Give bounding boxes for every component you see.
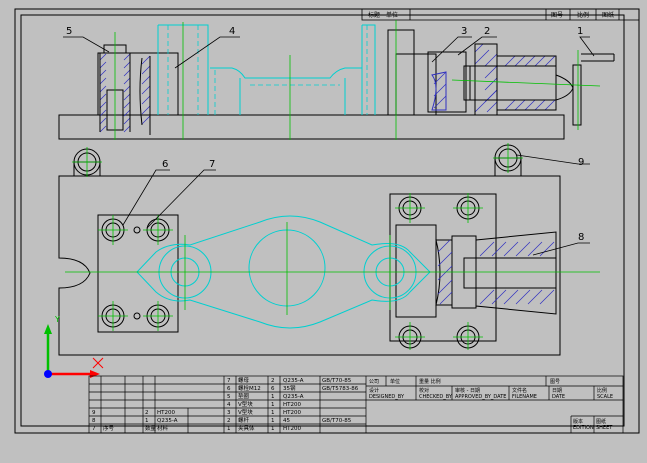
bom-cell: GB/T5783-86 <box>322 386 359 392</box>
bom-cell: HT200 <box>283 402 301 408</box>
bom-cell: HT200 <box>157 410 175 416</box>
bom-cell: 6 <box>227 386 231 392</box>
bom-cell: 9 <box>92 410 96 416</box>
plan-centerlines <box>65 143 600 350</box>
balloon-5: 5 <box>66 26 72 37</box>
tb-designed: DESIGNED_BY <box>369 394 405 400</box>
header-labels: 标题 单位 图号 比例 图纸 <box>368 11 614 19</box>
bom-cell: 螺栓M12 <box>238 384 261 392</box>
tb-weight: 重量 比例 <box>419 378 441 385</box>
bom-cell: 1 <box>271 394 275 400</box>
balloon-2: 2 <box>484 26 490 37</box>
balloon-labels: 5 4 3 2 1 6 7 8 9 <box>66 26 584 243</box>
bom-cell: 螺杆 <box>238 416 250 424</box>
tb-edition: EDITION <box>573 425 594 431</box>
bom-cell: 7 <box>92 426 96 432</box>
bom-cell: 垫圈 <box>238 392 250 400</box>
title-block-text: 公司 单位 重量 比例 图号 设计 DESIGNED_BY 校对 CHECKED… <box>369 378 613 431</box>
axis-y-label: Y <box>54 315 60 324</box>
bom-cell: V型块 <box>238 408 253 416</box>
balloon-6: 6 <box>162 159 168 170</box>
tb-sheet: SHEET <box>596 425 613 431</box>
tb-designed-label: 设计 <box>369 387 379 394</box>
tb-sheet-label: 图纸 <box>596 418 606 425</box>
header-strip <box>361 8 640 21</box>
bom-cell: GB/T70-85 <box>322 418 352 424</box>
tb-company: 公司 <box>369 379 379 385</box>
bom-cell: 6 <box>271 386 275 392</box>
bom-cell: Q235-A <box>283 378 304 384</box>
bom-table: 7 螺母 2 Q235-A GB/T70-85 6 螺栓M12 6 35钢 GB… <box>92 376 359 432</box>
tb-approved-label: 审核 - 日期 <box>455 387 480 394</box>
bom-cell: 3 <box>227 410 231 416</box>
bom-cell: HT200 <box>283 426 301 432</box>
tb-date: DATE <box>552 394 565 400</box>
header-label-2: 单位 <box>386 11 398 19</box>
bom-cell: 序号 <box>103 424 115 432</box>
bom-cell: 1 <box>145 418 149 424</box>
bom-cell: 1 <box>271 418 275 424</box>
front-centerlines <box>114 20 601 140</box>
tb-date-label: 日期 <box>552 388 562 394</box>
tb-approved: APPROVED_BY_DATE <box>455 394 506 400</box>
bom-cell: GB/T70-85 <box>322 378 352 384</box>
tb-checked-label: 校对 <box>419 387 429 394</box>
bom-cell: 夹具体 <box>238 424 255 432</box>
balloon-4: 4 <box>229 26 235 37</box>
bom-cell: Q235-A <box>283 394 304 400</box>
tb-drawing-no: 图号 <box>550 379 560 385</box>
tb-scale: SCALE <box>597 394 613 400</box>
plan-hatch <box>435 231 557 315</box>
bom-cell: 7 <box>227 378 231 384</box>
header-label-5: 图纸 <box>602 11 614 19</box>
bom-cell: 2 <box>227 418 231 424</box>
bom-cell: 螺母 <box>238 376 250 384</box>
bom-cell: 1 <box>271 426 275 432</box>
tb-filename: FILENAME <box>512 394 537 400</box>
front-view <box>58 24 615 140</box>
tb-checked: CHECKED_BY <box>419 394 453 400</box>
header-label-4: 比例 <box>577 11 589 19</box>
balloon-1: 1 <box>577 26 583 37</box>
balloon-8: 8 <box>578 232 584 243</box>
header-label-3: 图号 <box>551 12 563 19</box>
bom-cell: 1 <box>227 426 231 432</box>
bom-cell: Q235-A <box>157 418 178 424</box>
bom-cell: 35钢 <box>283 384 296 392</box>
bom-cell: 8 <box>92 418 96 424</box>
bom-cell: 2 <box>271 378 275 384</box>
tb-edition-label: 版本 <box>573 418 583 425</box>
tb-unit: 单位 <box>390 378 400 385</box>
bom-cell: 1 <box>271 410 275 416</box>
leader-lines <box>63 36 595 256</box>
title-block <box>88 375 624 434</box>
bom-cell: HT200 <box>283 410 301 416</box>
bom-cell: 2 <box>145 410 149 416</box>
bom-cell: 45 <box>283 418 290 424</box>
bom-cell: V型块 <box>238 400 253 408</box>
balloon-3: 3 <box>461 26 467 37</box>
bom-cell: 数量 <box>145 424 157 432</box>
tb-filename-label: 文件名 <box>512 387 527 394</box>
balloon-9: 9 <box>578 157 584 168</box>
bom-cell: 1 <box>271 402 275 408</box>
bom-cell: 4 <box>227 402 231 408</box>
header-label-1: 标题 <box>368 11 380 19</box>
balloon-7: 7 <box>209 159 215 170</box>
bom-cell: 5 <box>227 394 231 400</box>
tb-scale-label: 比例 <box>597 387 607 394</box>
bom-cell: 材料 <box>157 424 169 432</box>
